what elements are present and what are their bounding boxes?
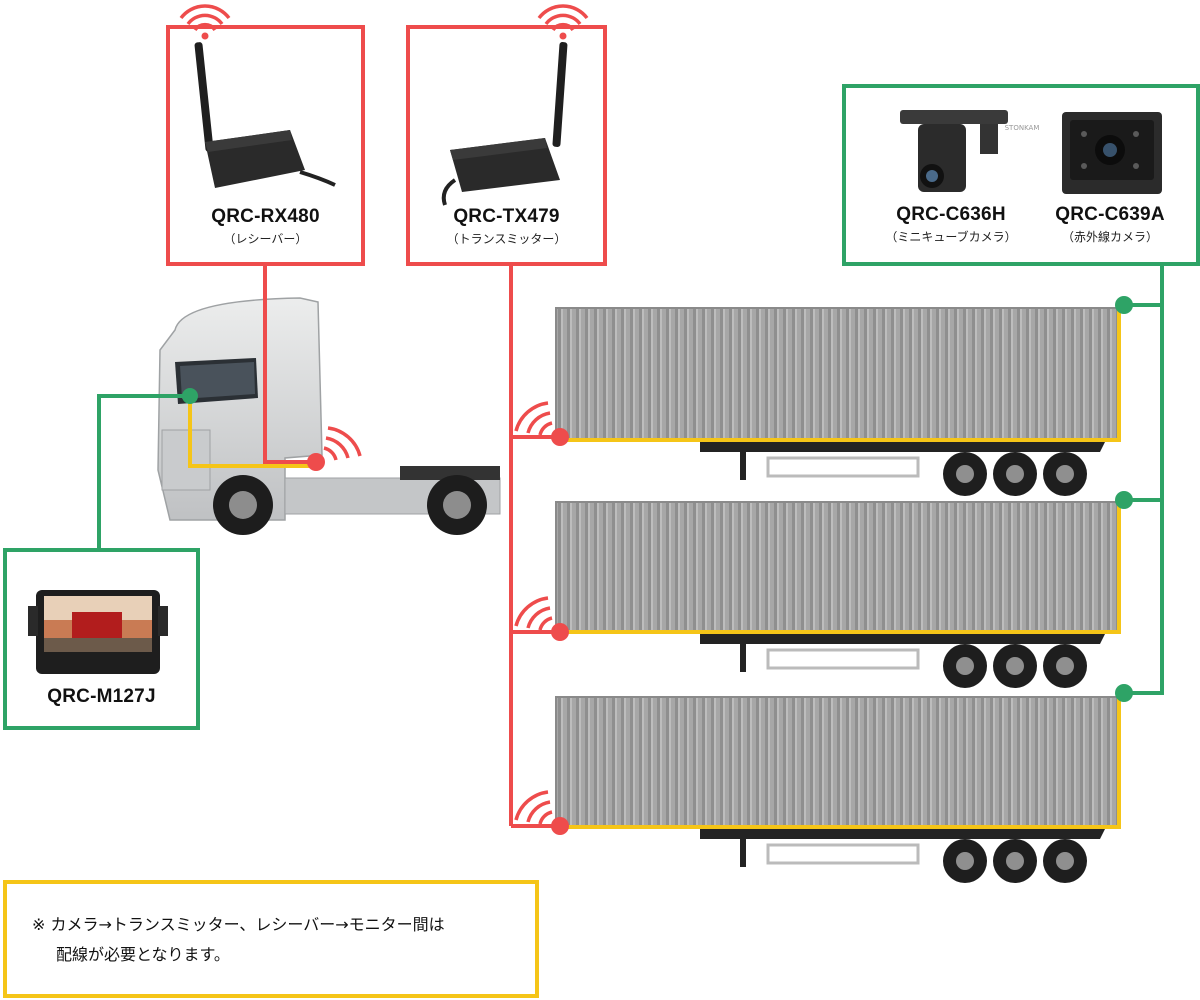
power-links: [188, 396, 316, 468]
camera-1-model: QRC-C636H: [896, 204, 1006, 225]
trailer-3-green-dot: [1115, 684, 1133, 702]
trailer-2-signal-icon: [514, 596, 553, 631]
monitor-device-icon: [28, 590, 168, 674]
transmitter-sub: （トランスミッター）: [446, 232, 567, 246]
cameras-box: STONKAM: [842, 84, 1200, 266]
receiver-label: QRC-RX480 （レシーバー）: [168, 206, 363, 247]
monitor-link-line: [97, 394, 190, 550]
truck-red-dot: [307, 453, 325, 471]
camera-brand-mark: STONKAM: [1005, 124, 1040, 132]
note-mark: ※: [32, 915, 46, 934]
trailer-1-green-dot: [1115, 296, 1133, 314]
note-text-1: カメラ→トランスミッター、レシーバー→モニター間は: [50, 915, 445, 934]
trailer-1-red-dot: [551, 428, 569, 446]
truck-green-dot: [182, 388, 198, 404]
mini-cube-camera-icon: [900, 110, 1008, 192]
connection-dots: [182, 296, 1133, 835]
camera-1-sub: （ミニキューブカメラ）: [885, 230, 1017, 244]
receiver-device-icon: [194, 42, 336, 188]
receiver-wifi-icon: [179, 4, 231, 40]
camera-2-sub: （赤外線カメラ）: [1061, 230, 1158, 244]
receiver-box: [166, 4, 365, 266]
trailer-3: [555, 696, 1121, 883]
receiver-to-truck-line: [263, 264, 316, 464]
truck-power-line: [188, 396, 316, 468]
trailer-2: [555, 501, 1121, 688]
transmitter-model: QRC-TX479: [453, 206, 560, 227]
note-text-2: 配線が必要となります。: [56, 945, 230, 964]
transmitter-device-icon: [441, 42, 568, 206]
trailer-2-red-dot: [551, 623, 569, 641]
receiver-model: QRC-RX480: [211, 206, 320, 227]
wiring-note: ※ カメラ→トランスミッター、レシーバー→モニター間は 配線が必要となります。: [32, 910, 532, 970]
trailer-2-green-dot: [1115, 491, 1133, 509]
transmitter-box: [406, 4, 607, 266]
transmitter-label: QRC-TX479 （トランスミッター）: [408, 206, 605, 247]
camera-2-label: QRC-C639A （赤外線カメラ）: [1030, 204, 1190, 245]
camera-1-label: QRC-C636H （ミニキューブカメラ）: [866, 204, 1036, 245]
truck-illustration: [157, 297, 501, 535]
trailer-1: [555, 307, 1121, 496]
trailer-1-signal-icon: [514, 401, 553, 436]
note-line-1: ※ カメラ→トランスミッター、レシーバー→モニター間は: [32, 910, 532, 940]
trailer-3-red-dot: [551, 817, 569, 835]
note-frame: [3, 880, 539, 998]
monitor-model: QRC-M127J: [47, 686, 156, 707]
receiver-sub: （レシーバー）: [223, 232, 308, 246]
truck-signal-icon: [323, 426, 362, 461]
infrared-camera-icon: [1062, 112, 1162, 194]
monitor-label: QRC-M127J: [5, 686, 198, 708]
camera-2-model: QRC-C639A: [1055, 204, 1165, 225]
trailer-3-signal-icon: [514, 790, 553, 825]
transmitter-wifi-icon: [537, 4, 589, 40]
monitor-box: [3, 548, 200, 730]
camera-trunk-line: [1124, 264, 1164, 695]
